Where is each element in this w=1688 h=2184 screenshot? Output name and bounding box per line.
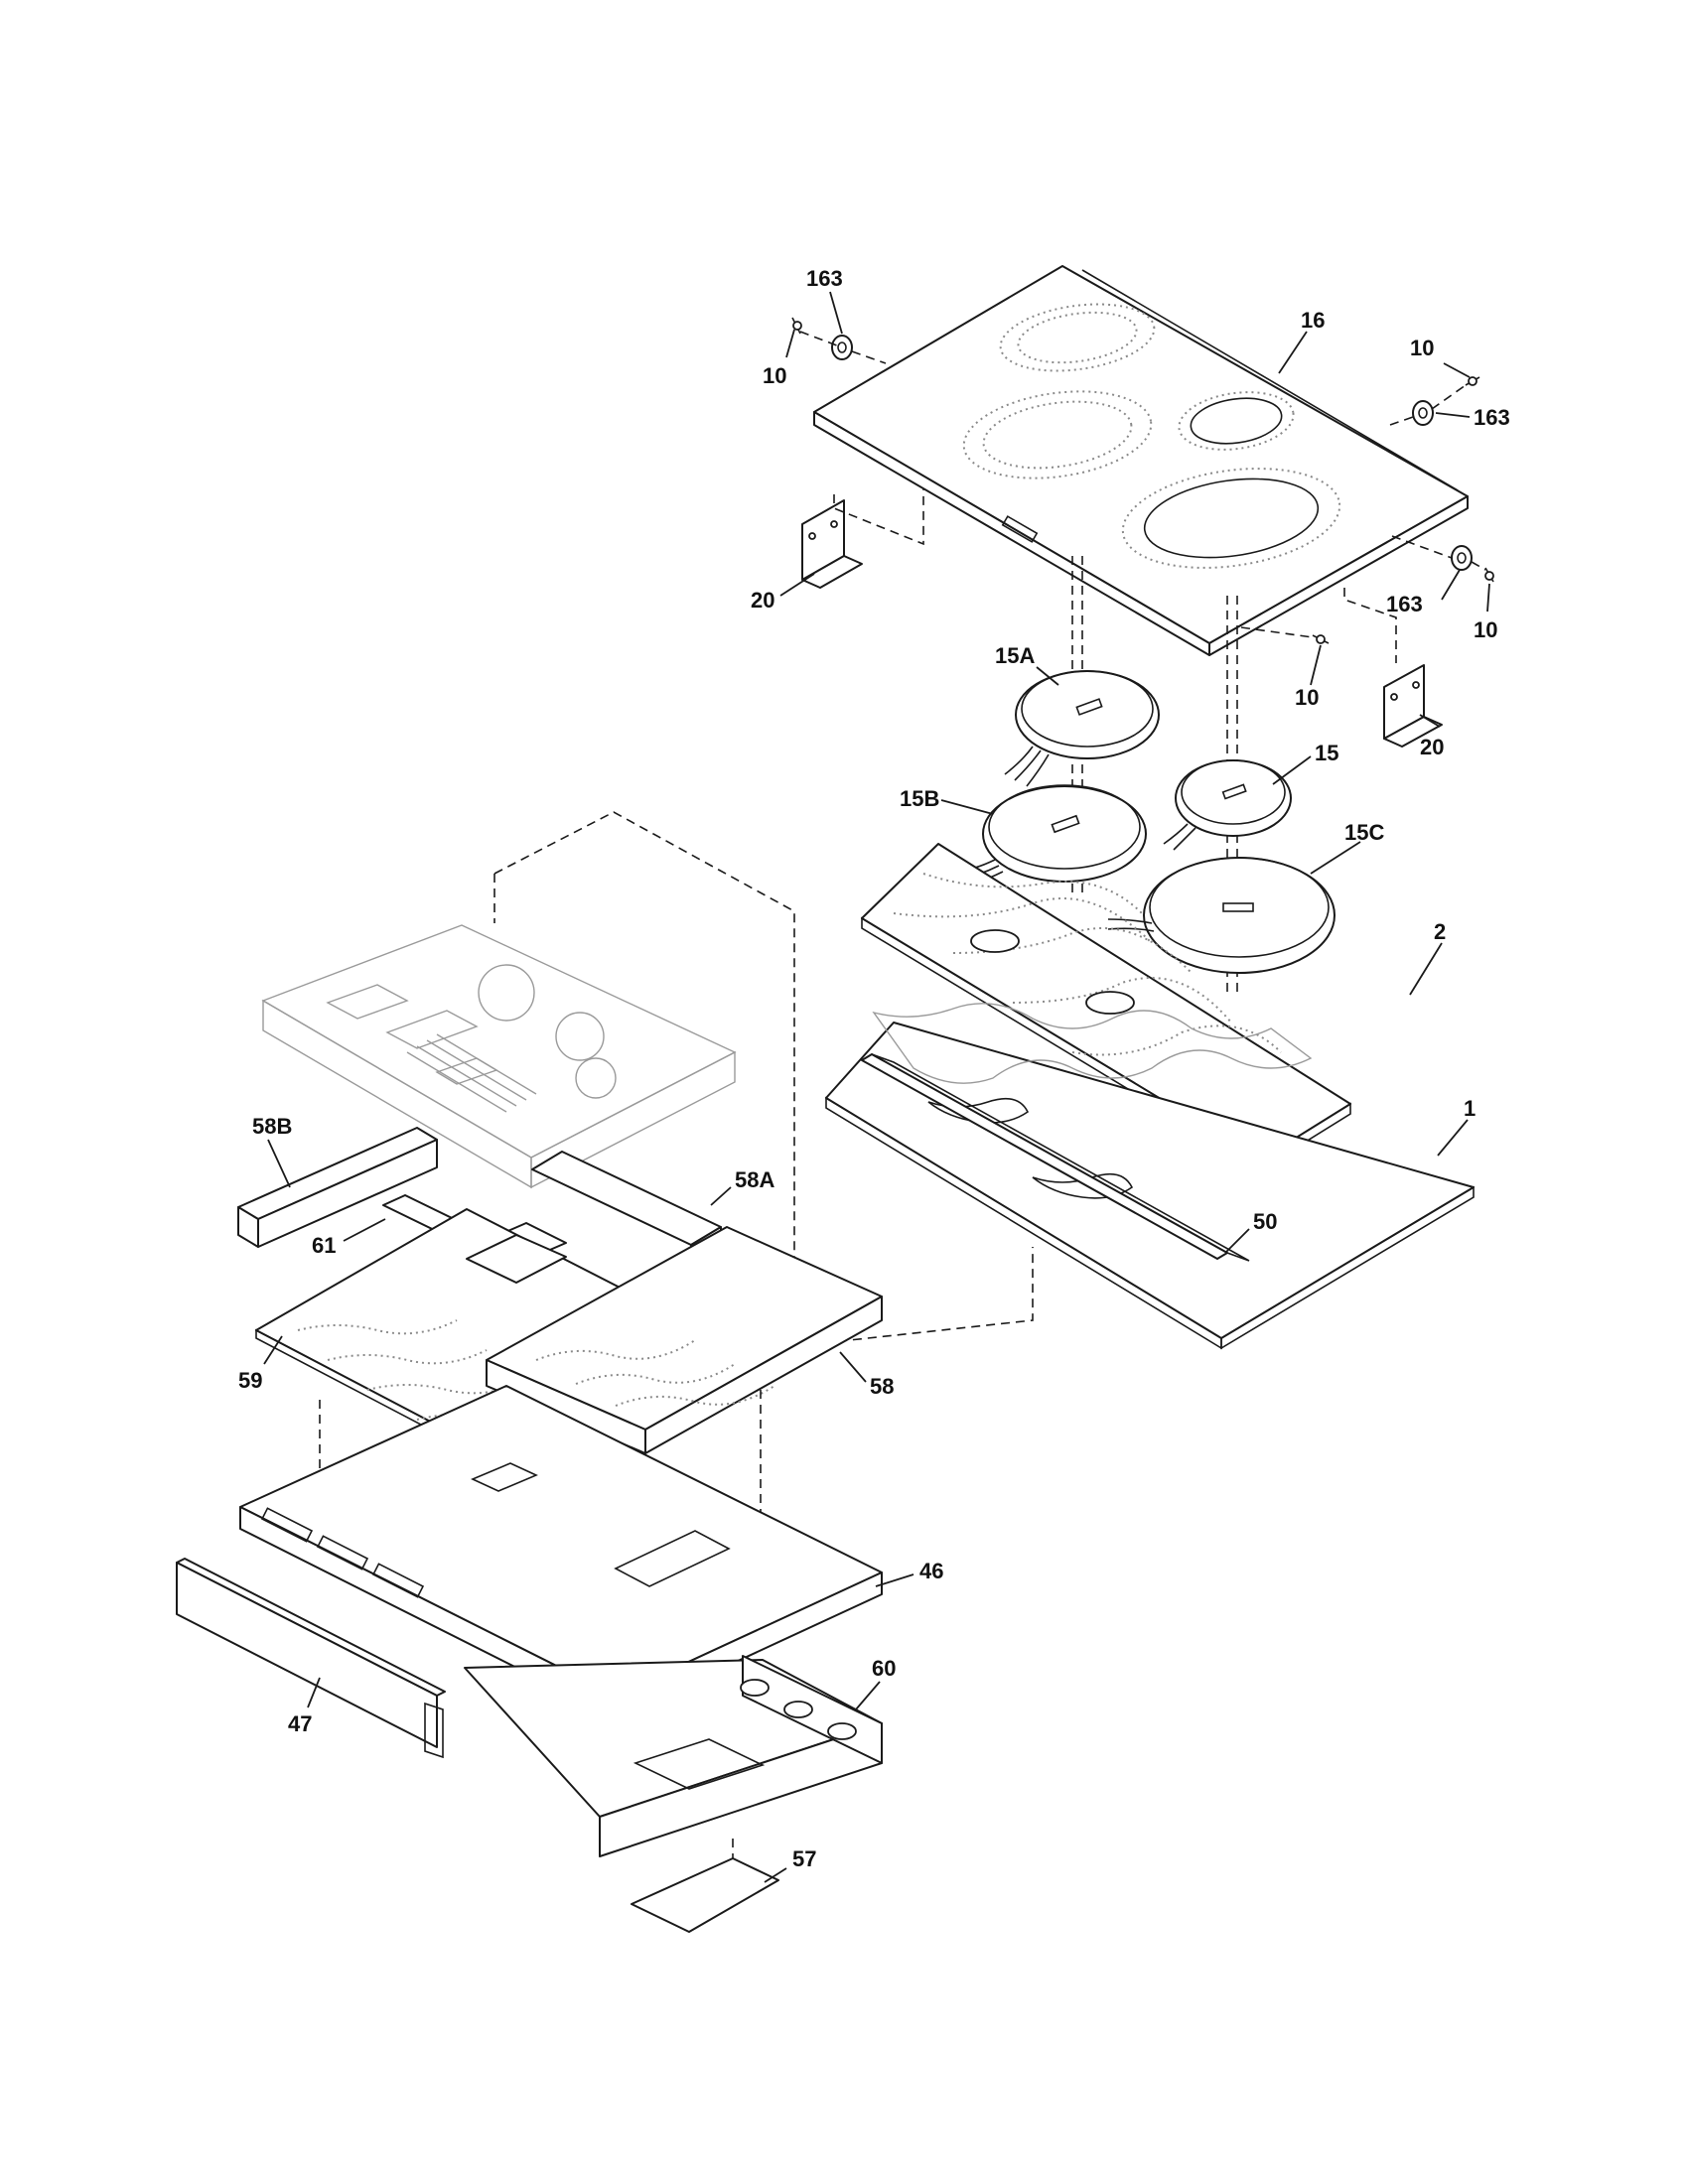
callout-20-right[interactable]: 20: [1420, 735, 1444, 759]
callout-10-left[interactable]: 10: [763, 363, 786, 388]
callout-1[interactable]: 1: [1464, 1096, 1476, 1121]
radiant-element-part-15C[interactable]: [1107, 857, 1336, 974]
callout-15B[interactable]: 15B: [900, 786, 939, 811]
front-trim-part-47[interactable]: [176, 1558, 446, 1759]
callout-50[interactable]: 50: [1253, 1209, 1277, 1234]
callout-58B[interactable]: 58B: [252, 1114, 292, 1139]
callout-10-right-bottom[interactable]: 10: [1474, 617, 1497, 642]
spacer-part-163-left[interactable]: [831, 335, 853, 360]
callout-46[interactable]: 46: [919, 1559, 943, 1583]
screw-part-10-center[interactable]: [1312, 634, 1330, 644]
base-plate-part-1[interactable]: [825, 1003, 1475, 1350]
callout-2[interactable]: 2: [1434, 919, 1446, 944]
callout-leaders: [263, 291, 1490, 1883]
tray-assembly-lines: [493, 811, 1034, 1347]
insulation-pad-part-58[interactable]: [486, 1226, 883, 1454]
callout-16[interactable]: 16: [1301, 308, 1325, 333]
callout-57[interactable]: 57: [792, 1846, 816, 1871]
bracket-part-20-left[interactable]: [801, 499, 863, 589]
callout-15A[interactable]: 15A: [995, 643, 1035, 668]
radiant-element-part-15A[interactable]: [1004, 670, 1160, 787]
screw-part-10-right-bottom[interactable]: [1484, 567, 1494, 583]
callout-58[interactable]: 58: [870, 1374, 894, 1399]
callout-59[interactable]: 59: [238, 1368, 262, 1393]
insulation-part-2[interactable]: [861, 843, 1351, 1171]
screw-part-10-left[interactable]: [791, 317, 802, 335]
callout-labels: 163 10 16 10 163 20 163 10 10 20 15A 15 …: [238, 266, 1510, 1871]
insulation-strip-part-58B[interactable]: [237, 1127, 438, 1248]
callout-163-left[interactable]: 163: [806, 266, 843, 291]
callout-60[interactable]: 60: [872, 1656, 896, 1681]
callout-61[interactable]: 61: [312, 1233, 336, 1258]
callout-58A[interactable]: 58A: [735, 1167, 774, 1192]
wire-harness-tray: [261, 924, 737, 1189]
callout-20-left[interactable]: 20: [751, 588, 774, 613]
screw-part-10-right-top[interactable]: [1465, 376, 1480, 386]
cover-plate-part-57[interactable]: [631, 1839, 779, 1933]
bracket-part-50[interactable]: [861, 1053, 1250, 1262]
spacer-part-163-right-bottom[interactable]: [1451, 545, 1473, 571]
callout-47[interactable]: 47: [288, 1711, 312, 1736]
callout-15C[interactable]: 15C: [1344, 820, 1384, 845]
bracket-part-20-right[interactable]: [1383, 664, 1443, 748]
callout-10-right-top[interactable]: 10: [1410, 336, 1434, 360]
callout-163-right-bottom[interactable]: 163: [1386, 592, 1423, 616]
glass-cooktop-part-16[interactable]: [813, 265, 1469, 656]
callout-10-center[interactable]: 10: [1295, 685, 1319, 710]
callout-163-right-top[interactable]: 163: [1474, 405, 1510, 430]
spacer-part-163-right-top[interactable]: [1412, 400, 1434, 426]
callout-15[interactable]: 15: [1315, 741, 1338, 765]
junction-box-part-60[interactable]: [464, 1655, 883, 1857]
radiant-element-part-15[interactable]: [1163, 759, 1292, 851]
